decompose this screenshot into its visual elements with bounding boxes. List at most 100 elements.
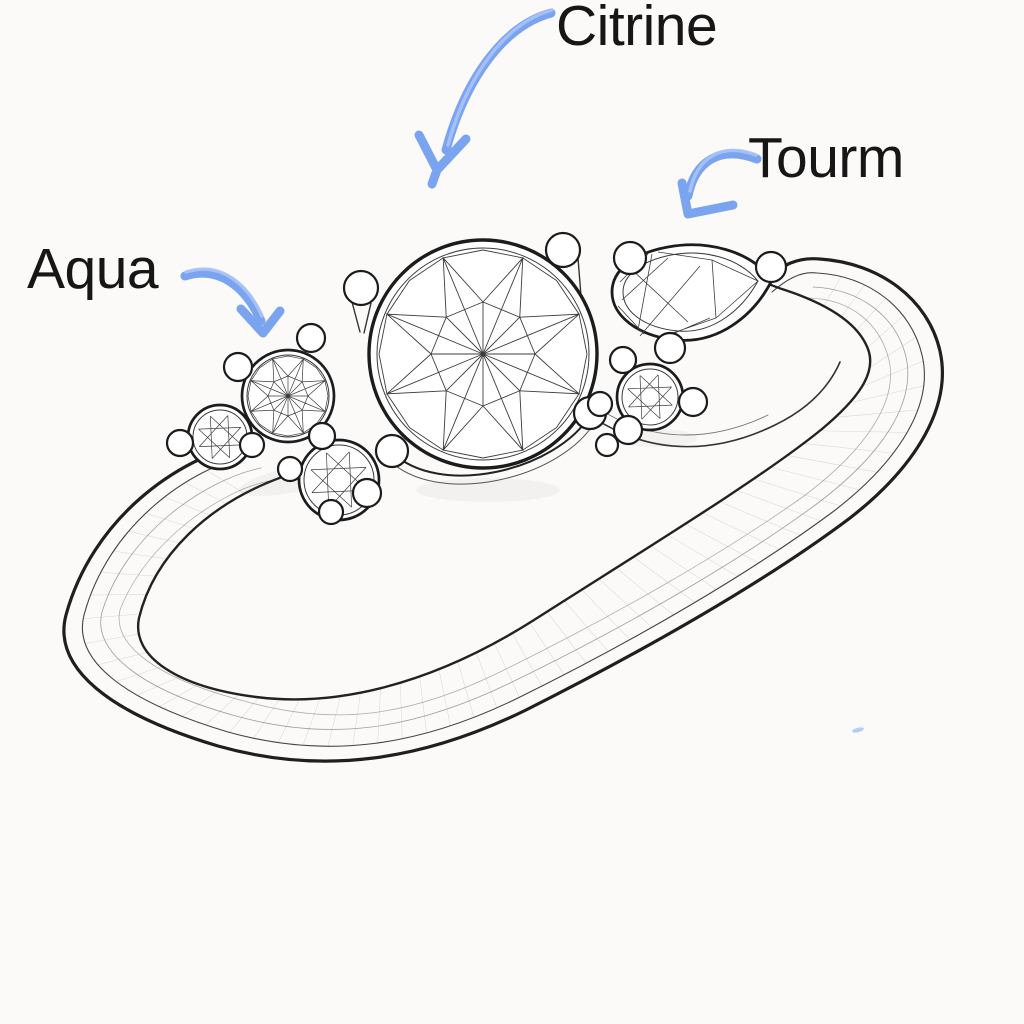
stone-facet-lines xyxy=(198,415,242,459)
pear-inner-outline xyxy=(622,252,759,332)
band-grid-tick xyxy=(205,694,239,726)
prong xyxy=(612,414,644,446)
aqua-arrow-icon xyxy=(180,268,266,326)
band-grid-tick xyxy=(229,697,260,733)
prong xyxy=(374,433,410,469)
aqua-stone-main xyxy=(240,348,336,444)
tourm-stone-pear xyxy=(610,243,774,342)
band-grid-tick xyxy=(184,482,228,505)
band-grid-tick xyxy=(719,501,801,536)
band-grid-tick xyxy=(856,297,886,331)
bridge-under-center-stone-echo xyxy=(387,419,597,485)
prong xyxy=(612,240,648,276)
band-grid-tick xyxy=(100,572,157,577)
band-grid-tick xyxy=(128,530,181,544)
prong xyxy=(653,331,687,365)
aqua-arrow-echo xyxy=(184,267,264,318)
band-grid-tick xyxy=(650,545,717,590)
band-grid-tick xyxy=(667,534,738,577)
band-grid-tick xyxy=(377,687,381,744)
band-grid-tick xyxy=(564,600,609,652)
band-grid-tick xyxy=(849,385,924,404)
band-grid-tick xyxy=(633,556,696,603)
citrine-stone xyxy=(367,238,599,470)
band-grid-tick xyxy=(581,589,631,640)
tourm-arrow-head-icon xyxy=(677,178,738,219)
band-grid-tick xyxy=(206,470,245,494)
tourm-arrow-icon xyxy=(683,149,762,201)
gallery-under-tourm xyxy=(593,361,841,448)
band-grid-tick xyxy=(399,682,403,740)
tourm-arrow-echo xyxy=(688,148,758,193)
prong xyxy=(677,386,709,418)
stone-facet-lines xyxy=(310,451,368,509)
prong xyxy=(238,431,266,459)
stone-facet-lines xyxy=(627,374,673,420)
band-grid-tick xyxy=(419,676,427,734)
prong-claw-lines xyxy=(351,257,582,334)
band-grid-tick xyxy=(327,695,341,747)
prong xyxy=(351,477,383,509)
prong xyxy=(544,231,582,269)
label-tourm: Tourm xyxy=(748,126,904,190)
band-grid-tick xyxy=(546,611,587,664)
band-grid-tick xyxy=(861,360,924,387)
citrine-arrow-icon xyxy=(441,8,556,155)
band-grid-tick xyxy=(352,692,361,746)
annotation-arrows xyxy=(180,8,864,733)
band-grid-tick xyxy=(753,478,841,507)
band-grid-tick xyxy=(512,632,543,687)
band-wireframe-grid xyxy=(82,276,924,747)
band-grid-tick xyxy=(113,550,168,560)
band-grid-tick xyxy=(82,613,141,620)
prong xyxy=(295,322,327,354)
band-grid-tick xyxy=(823,276,842,307)
label-aqua: Aqua xyxy=(27,237,159,301)
blue-speck xyxy=(852,727,864,733)
band-grid-tick xyxy=(685,523,759,564)
band-grid-tick xyxy=(145,512,195,529)
prong xyxy=(586,390,614,418)
label-citrine: Citrine xyxy=(556,0,718,58)
prong xyxy=(317,498,345,526)
band-outer-edge xyxy=(62,257,944,763)
citrine-arrow-head-icon xyxy=(414,130,471,189)
prong xyxy=(276,455,304,483)
band-grid-tick xyxy=(159,684,200,707)
band-grid-tick xyxy=(840,284,865,318)
band-grid-tick xyxy=(869,336,917,368)
band-grid-tick xyxy=(786,455,878,473)
prong xyxy=(608,345,638,375)
prong xyxy=(342,269,380,307)
prong xyxy=(165,428,195,458)
band-grid-tick xyxy=(457,660,475,718)
bridge-under-center-stone xyxy=(391,413,592,477)
ring-band xyxy=(62,257,944,763)
band-grid-tick xyxy=(438,668,451,727)
prong xyxy=(222,351,254,383)
band-grid-tick xyxy=(494,642,520,698)
band-grid-tick xyxy=(615,567,674,616)
prong xyxy=(307,421,337,451)
band-grid-tick xyxy=(253,698,280,739)
band-grid-tick xyxy=(90,594,148,596)
band-grid-tick xyxy=(475,652,498,709)
band-grid-tick xyxy=(819,430,908,433)
band-surface-line xyxy=(118,297,891,716)
band-grid-tick xyxy=(277,699,300,743)
band-surface-line xyxy=(100,286,909,730)
sketch-shadow xyxy=(416,478,560,502)
prong xyxy=(754,250,788,284)
citrine-arrow-echo xyxy=(446,8,554,147)
band-bevel-line xyxy=(81,272,925,747)
band-grid-tick xyxy=(803,443,894,454)
band-grid-tick xyxy=(770,466,860,491)
band-grid-tick xyxy=(164,496,211,516)
prong-circles xyxy=(165,231,788,526)
band-grid-tick xyxy=(835,409,919,418)
band-grid-tick xyxy=(598,578,653,628)
band-inner-edge xyxy=(136,281,872,701)
band-grid-tick xyxy=(181,689,219,717)
